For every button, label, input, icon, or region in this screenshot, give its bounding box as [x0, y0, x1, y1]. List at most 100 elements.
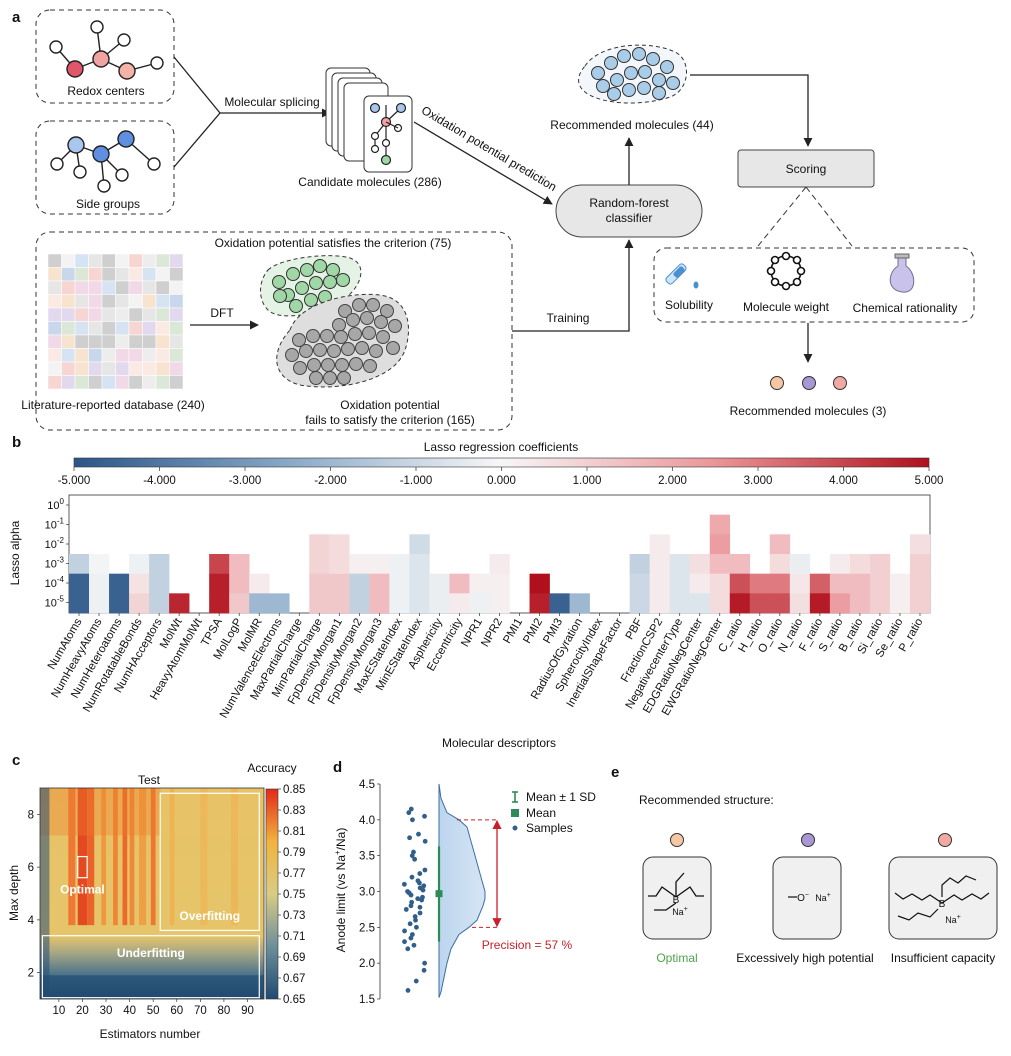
database-cell [115, 294, 130, 309]
accuracy-colorbar-tick-label: 0.71 [283, 931, 305, 943]
anode-y-tick-label: 4.5 [359, 779, 375, 791]
lasso-heatmap-cell [349, 573, 370, 594]
database-cell [74, 267, 89, 282]
redox-centers-box [35, 9, 175, 104]
database-cell [74, 334, 89, 349]
molecule-ring-icon [766, 251, 806, 291]
accuracy-colorbar [265, 788, 279, 1000]
database-cell [61, 375, 76, 390]
lasso-heatmap-cell [229, 554, 250, 574]
lasso-heatmap-cell [889, 573, 911, 594]
database-cell [74, 375, 89, 390]
lasso-heatmap-cell [489, 573, 510, 594]
failing-molecule-dot [363, 359, 377, 373]
lasso-heatmap-cell [869, 593, 891, 614]
accuracy-streak [113, 788, 118, 926]
failing-molecule-dot [321, 358, 335, 372]
side-groups-label: Side groups [76, 197, 140, 211]
lasso-heatmap-cell [809, 593, 831, 614]
dft-label: DFT [210, 306, 234, 320]
database-cell [155, 348, 170, 363]
database-cell [128, 361, 143, 376]
structure-insufficient-ion-text: Na [945, 915, 957, 925]
recommended-molecule-dot [638, 65, 652, 79]
sample-point [405, 988, 411, 993]
panel-label-b: b [12, 434, 21, 451]
lasso-y-tick-label: 10-3 [45, 556, 65, 571]
accuracy-streak [87, 788, 95, 926]
structure-insufficient-charge: + [957, 914, 961, 921]
lasso-y-tick-label: 10-2 [45, 536, 65, 551]
database-cell [115, 253, 130, 268]
failing-molecule-dot [327, 344, 341, 358]
failing-molecule-dot [293, 361, 307, 375]
lasso-heatmap-cell [669, 554, 691, 574]
satisfying-molecule-dot [272, 275, 286, 289]
database-cell [61, 361, 76, 376]
database-cell [115, 375, 130, 390]
database-cell [88, 375, 103, 390]
mean-marker [435, 890, 443, 898]
lasso-heatmap-cell [769, 554, 791, 574]
failing-molecule-dot [313, 343, 327, 357]
accuracy-colorbar-tick-label: 0.75 [283, 889, 305, 901]
database-cell [142, 321, 157, 336]
recommended-3-label: Recommended molecules (3) [730, 404, 887, 418]
database-cell [101, 321, 116, 336]
structure-label-high-potential: Excessively high potential [736, 951, 873, 965]
database-cell [101, 280, 116, 295]
sample-point [408, 935, 414, 941]
lasso-x-tick-label: PMI2 [521, 617, 545, 646]
database-cell [115, 280, 130, 295]
database-cell [47, 334, 62, 349]
database-cell [155, 267, 170, 282]
test-heatmap-frame [39, 787, 265, 1000]
database-cell [155, 321, 170, 336]
lasso-heatmap-cell [329, 554, 350, 574]
lasso-heatmap-cell [429, 593, 450, 614]
sample-point [402, 928, 407, 934]
molecule-weight-label: Molecule weight [743, 300, 830, 314]
lasso-ylabel: Lasso alpha [8, 520, 22, 585]
database-cell [61, 348, 76, 363]
lasso-heatmap-cell [269, 593, 290, 614]
fails-label-line1: Oxidation potential [340, 398, 439, 412]
lasso-heatmap-cell [249, 573, 270, 594]
database-cell [155, 375, 170, 390]
recommended-molecule-dot [622, 83, 636, 97]
satisfying-molecule-dot [326, 263, 340, 277]
lasso-heatmap-cell [409, 534, 430, 555]
database-cell [88, 280, 103, 295]
recommended-44-label: Recommended molecules (44) [550, 118, 713, 132]
database-cell [88, 361, 103, 376]
lasso-heatmap-cell [109, 573, 130, 594]
test-tube-icon [665, 263, 699, 289]
database-cell [128, 294, 143, 309]
lasso-heatmap-cell [209, 593, 230, 614]
lasso-heatmap-cell [469, 593, 490, 614]
lasso-xlabel: Molecular descriptors [442, 736, 556, 750]
sample-point [401, 881, 407, 887]
database-cell [101, 334, 116, 349]
recommended-44-dots [591, 47, 680, 101]
recommended-molecule-dot [591, 66, 605, 80]
database-cell [88, 348, 103, 363]
lasso-heatmap-cell [389, 554, 410, 574]
failing-molecule-dot [366, 298, 380, 312]
accuracy-streak [169, 788, 175, 926]
anode-y-tick-label: 1.5 [359, 994, 375, 1006]
recommended-3-dots [770, 376, 847, 390]
lasso-heatmap-cell [469, 573, 490, 594]
database-cell [47, 280, 62, 295]
test-x-tick-label: 80 [218, 1005, 231, 1017]
lasso-heatmap-cell [369, 554, 390, 574]
accuracy-colorbar-tick-label: 0.65 [283, 994, 305, 1006]
anode-y-tick-label: 2.0 [359, 958, 375, 970]
database-cell [115, 321, 130, 336]
lasso-heatmap-cell [449, 593, 470, 614]
database-cell [169, 334, 184, 349]
database-cell [88, 307, 103, 322]
lasso-heatmap-cell [89, 593, 110, 614]
legend-sd-label: Mean ± 1 SD [526, 790, 596, 804]
